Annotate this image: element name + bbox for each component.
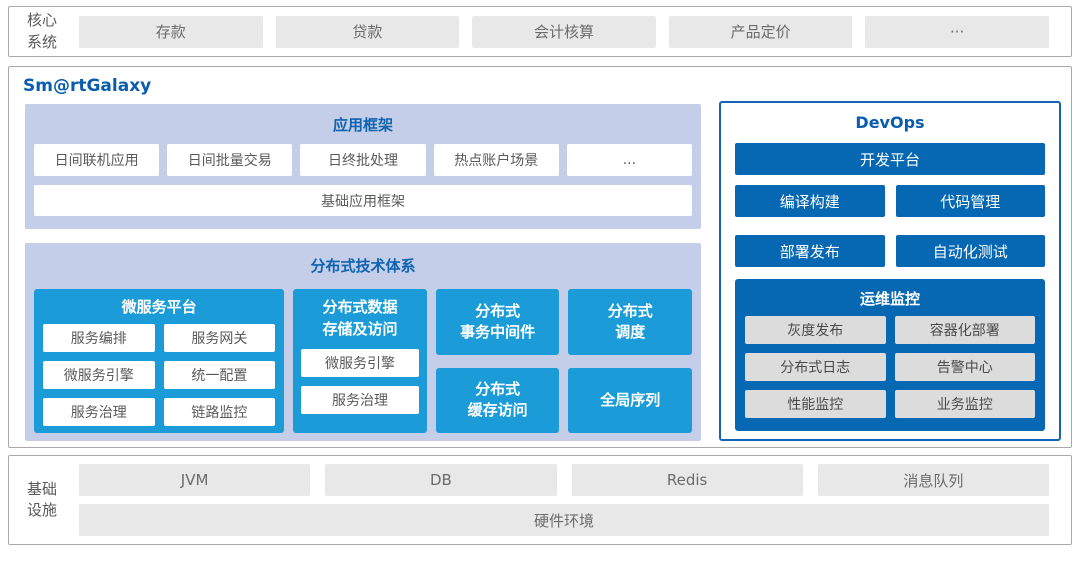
monitor-alert-center: 告警中心 xyxy=(894,353,1035,381)
monitor-business: 业务监控 xyxy=(894,390,1035,418)
microservice-platform-title: 微服务平台 xyxy=(121,298,197,316)
distributed-transaction-line1: 分布式 xyxy=(475,301,521,320)
ops-monitor-block: 运维监控 灰度发布 容器化部署 分布式日志 告警中心 性能监控 业务监控 xyxy=(735,279,1045,431)
storage-svc-engine: 微服务引擎 xyxy=(301,349,419,377)
devops-deploy: 部署发布 xyxy=(735,235,885,267)
infrastructure-row: JVM DB Redis 消息队列 xyxy=(79,464,1049,496)
app-daytime-online: 日间联机应用 xyxy=(34,144,160,176)
distributed-cache-block: 分布式 缓存访问 xyxy=(435,367,560,433)
distributed-scheduler-line2: 调度 xyxy=(615,322,646,341)
distributed-storage-title-line2: 存储及访问 xyxy=(322,320,398,338)
app-more: ... xyxy=(566,144,693,176)
distributed-column-3: 分布式 事务中间件 分布式 缓存访问 xyxy=(435,289,560,433)
core-system-deposits: 存款 xyxy=(79,15,263,48)
svc-orchestration: 服务编排 xyxy=(43,324,155,352)
devops-auto-test: 自动化测试 xyxy=(895,235,1045,267)
distributed-cache-line1: 分布式 xyxy=(475,380,521,399)
ops-monitor-grid: 灰度发布 容器化部署 分布式日志 告警中心 性能监控 业务监控 xyxy=(745,316,1035,418)
core-systems-bar: 核心系统 存款 贷款 会计核算 产品定价 ··· xyxy=(8,6,1072,57)
infra-mq: 消息队列 xyxy=(817,464,1049,496)
monitor-performance: 性能监控 xyxy=(745,390,886,418)
distributed-tech-content: 微服务平台 服务编排 服务网关 微服务引擎 统一配置 服务治理 链路监控 分布式… xyxy=(34,289,692,433)
infra-redis: Redis xyxy=(571,464,803,496)
smartgalaxy-container: Sm@rtGalaxy 应用框架 日间联机应用 日间批量交易 日终批处理 热点账… xyxy=(8,66,1072,448)
distributed-storage-title: 分布式数据 存储及访问 xyxy=(293,289,427,340)
app-eod-batch: 日终批处理 xyxy=(300,144,426,176)
monitor-container-deploy: 容器化部署 xyxy=(894,316,1035,344)
ops-monitor-title: 运维监控 xyxy=(859,290,920,308)
svc-engine: 微服务引擎 xyxy=(43,361,155,389)
app-base-framework: 基础应用框架 xyxy=(34,185,692,216)
devops-panel: DevOps 开发平台 编译构建 代码管理 部署发布 自动化测试 运维监控 灰度… xyxy=(719,101,1061,441)
global-sequence-line1: 全局序列 xyxy=(600,390,661,409)
distributed-scheduler-line1: 分布式 xyxy=(607,301,653,320)
infra-db: DB xyxy=(325,464,557,496)
devops-build: 编译构建 xyxy=(735,185,885,217)
infrastructure-label: 基础设施 xyxy=(27,479,58,519)
distributed-storage-title-line1: 分布式数据 xyxy=(322,298,398,316)
smartgalaxy-title: Sm@rtGalaxy xyxy=(23,76,152,96)
storage-svc-governance: 服务治理 xyxy=(301,386,419,414)
infra-jvm: JVM xyxy=(79,464,311,496)
distributed-tech-title: 分布式技术体系 xyxy=(310,257,416,275)
devops-dev-platform: 开发平台 xyxy=(735,143,1045,175)
core-system-pricing: 产品定价 xyxy=(668,15,853,48)
core-system-accounting: 会计核算 xyxy=(472,15,656,48)
global-sequence-block: 全局序列 xyxy=(568,367,692,433)
distributed-transaction-line2: 事务中间件 xyxy=(460,322,536,341)
distributed-cache-line2: 缓存访问 xyxy=(467,401,528,420)
core-systems-label: 核心系统 xyxy=(27,11,58,51)
distributed-scheduler-block: 分布式 调度 xyxy=(568,289,692,355)
devops-row-2: 部署发布 自动化测试 xyxy=(735,235,1045,267)
devops-title: DevOps xyxy=(855,113,925,132)
core-system-loans: 贷款 xyxy=(275,15,460,48)
distributed-column-4: 分布式 调度 全局序列 xyxy=(568,289,692,433)
infrastructure-content: JVM DB Redis 消息队列 硬件环境 xyxy=(79,464,1049,536)
app-framework-panel: 应用框架 日间联机应用 日间批量交易 日终批处理 热点账户场景 ... 基础应用… xyxy=(25,104,701,229)
app-framework-title: 应用框架 xyxy=(332,116,393,134)
infra-hardware-env: 硬件环境 xyxy=(79,504,1049,536)
core-system-more: ··· xyxy=(865,15,1049,48)
microservice-platform-block: 微服务平台 服务编排 服务网关 微服务引擎 统一配置 服务治理 链路监控 xyxy=(34,289,285,433)
svc-governance: 服务治理 xyxy=(43,398,155,426)
app-hot-account: 热点账户场景 xyxy=(433,144,559,176)
svc-gateway: 服务网关 xyxy=(163,324,276,352)
distributed-storage-block: 分布式数据 存储及访问 微服务引擎 服务治理 xyxy=(293,289,427,433)
core-systems-row: 存款 贷款 会计核算 产品定价 ··· xyxy=(79,15,1049,48)
infrastructure-bar: 基础设施 JVM DB Redis 消息队列 硬件环境 xyxy=(8,455,1072,545)
devops-row-1: 编译构建 代码管理 xyxy=(735,185,1045,217)
devops-code-mgmt: 代码管理 xyxy=(895,185,1045,217)
svc-trace-monitor: 链路监控 xyxy=(163,398,276,426)
microservice-grid: 服务编排 服务网关 微服务引擎 统一配置 服务治理 链路监控 xyxy=(43,324,276,426)
svc-unified-config: 统一配置 xyxy=(163,361,276,389)
app-framework-row: 日间联机应用 日间批量交易 日终批处理 热点账户场景 ... xyxy=(34,144,693,176)
monitor-distributed-log: 分布式日志 xyxy=(745,353,886,381)
distributed-tech-panel: 分布式技术体系 微服务平台 服务编排 服务网关 微服务引擎 统一配置 服务治理 … xyxy=(25,243,701,441)
app-daytime-batch: 日间批量交易 xyxy=(167,144,293,176)
distributed-transaction-block: 分布式 事务中间件 xyxy=(435,289,560,355)
monitor-gray-release: 灰度发布 xyxy=(745,316,886,344)
